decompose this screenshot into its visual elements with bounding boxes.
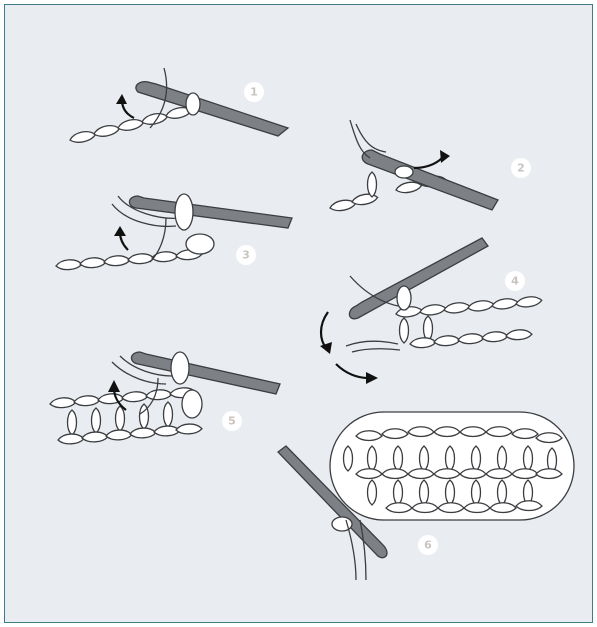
step-badge-1: 1 (244, 82, 264, 102)
step-4-illustration (320, 238, 542, 384)
crochet-hook-icon (131, 352, 280, 394)
step-badge-4: 4 (505, 271, 525, 291)
chain-stitches (69, 105, 192, 144)
step-number-3: 3 (242, 249, 250, 262)
yarn-loop-icon (186, 93, 200, 115)
step-badge-3: 3 (236, 245, 256, 265)
step-6-illustration (278, 412, 574, 580)
crochet-hook-icon (129, 196, 292, 228)
yarn-loop-icon (171, 352, 189, 384)
step-number-6: 6 (424, 539, 432, 552)
step-number-2: 2 (517, 162, 525, 175)
step-badge-2: 2 (511, 158, 531, 178)
step-badge-6: 6 (418, 535, 438, 555)
step-2-illustration (329, 120, 498, 212)
direction-arrow-icon (414, 158, 442, 168)
step-badge-5: 5 (222, 411, 242, 431)
step-3-illustration (56, 194, 292, 270)
yarn-loop-icon (175, 194, 193, 230)
yarn-loop-icon (395, 166, 413, 178)
step-number-1: 1 (250, 86, 258, 99)
step-1-illustration (69, 68, 288, 144)
chain-stitches (56, 249, 203, 271)
crochet-hook-icon (362, 150, 498, 210)
step-number-5: 5 (228, 415, 236, 428)
direction-arrow-icon (336, 364, 368, 378)
step-5-illustration (50, 352, 280, 444)
step-number-4: 4 (511, 275, 519, 288)
yarn-loop-icon (397, 286, 411, 310)
stitch-rows (50, 387, 203, 445)
stitch-row (395, 295, 542, 348)
direction-arrow-icon (321, 312, 328, 348)
crochet-hook-icon (136, 82, 288, 136)
